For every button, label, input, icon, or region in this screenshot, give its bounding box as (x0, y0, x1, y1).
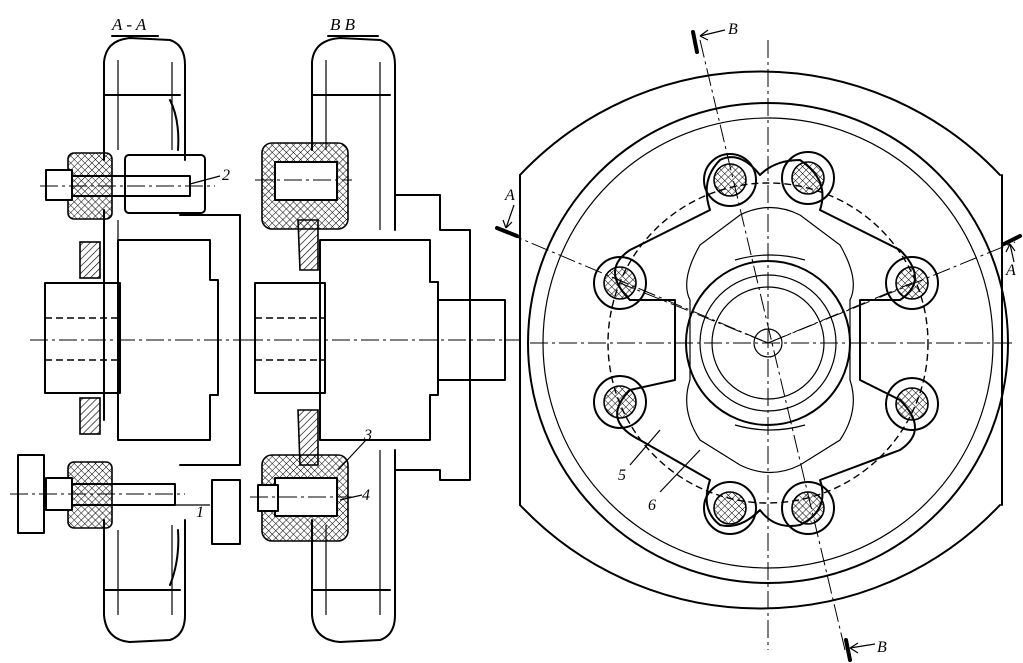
callout-2: 2 (222, 167, 230, 184)
bb-hub (319, 239, 439, 441)
aa-wheel-rim (103, 37, 186, 643)
cut-a-left-arrow (502, 204, 515, 229)
bolt-bottom-left (713, 491, 747, 525)
section-aa: A - A 2 1 (10, 15, 250, 643)
bolt-bottom-right (791, 491, 825, 525)
aa-wheel-inner (117, 60, 173, 615)
leader-6 (659, 449, 701, 493)
front-outer-arc (519, 70, 1001, 610)
boss-right-lower (885, 377, 939, 431)
bolt-bosses (593, 151, 939, 535)
bolt-left-lower (603, 385, 637, 419)
front-hub-center (753, 328, 783, 358)
callout-5: 5 (618, 467, 626, 484)
spider-inner (686, 206, 854, 474)
boss-bottom-left (703, 481, 757, 535)
leader-4 (339, 494, 363, 501)
cut-label-b-bottom: B (877, 639, 887, 656)
boss-top-left (703, 153, 757, 207)
boss-left-lower (593, 375, 647, 429)
front-bolt-circle (607, 182, 929, 504)
aa-seal-top (79, 241, 101, 279)
callout-6: 6 (648, 497, 656, 514)
section-bb-title: B B (330, 15, 356, 34)
bb-pin-upper (274, 161, 338, 201)
leader-2 (189, 175, 221, 185)
radial-line-left (619, 282, 769, 344)
aa-shaft (44, 282, 121, 394)
boss-bottom-right (781, 481, 835, 535)
bb-wheel-inner (325, 60, 381, 615)
callout-1: 1 (196, 504, 204, 521)
aa-bushing-lower (67, 461, 113, 529)
bolt-top-right (791, 161, 825, 195)
cut-a-right-arrow (1005, 243, 1016, 263)
bb-bolt-head-lower (257, 484, 279, 512)
bb-shaft (254, 282, 326, 394)
boss-top-right (781, 151, 835, 205)
bolt-top-left (713, 163, 747, 197)
callout-4: 4 (362, 487, 370, 504)
aa-bolt-lower (71, 483, 176, 506)
aa-spacer (211, 479, 241, 545)
cut-label-a-right: A (1005, 262, 1016, 279)
callout-3: 3 (363, 427, 372, 444)
bb-wheel-rim (311, 37, 396, 643)
spider-rib-top (734, 254, 806, 261)
front-view: B B A A 5 6 (495, 21, 1022, 662)
cut-b-top-arrow (699, 29, 726, 41)
aa-seal-bottom (79, 397, 101, 435)
bb-hub-flange (394, 194, 471, 481)
section-bb: B B 3 4 (245, 15, 520, 643)
cut-b-bottom (844, 638, 852, 662)
leader-3 (337, 439, 367, 471)
boss-right-upper (885, 256, 939, 310)
cut-b-top (691, 30, 699, 54)
cut-label-b-top: B (728, 21, 738, 38)
spider-rib-bottom (734, 424, 806, 431)
aa-bolt-head-upper (45, 169, 73, 201)
leader-5 (629, 429, 661, 466)
section-aa-title: A - A (111, 15, 147, 34)
bb-shaft-extension (437, 299, 506, 381)
aa-bolt-sleeve-upper (124, 154, 206, 214)
section-line-bb (699, 39, 846, 651)
cut-a-left (495, 226, 519, 238)
radial-line-right (767, 282, 913, 344)
cut-a-right (1002, 234, 1022, 246)
cut-label-a-left: A (504, 187, 515, 204)
aa-rim-flange (103, 94, 181, 591)
bb-rim-flange (311, 94, 391, 591)
boss-left-upper (593, 256, 647, 310)
bolt-right-lower (895, 387, 929, 421)
cut-b-bottom-arrow (849, 642, 876, 654)
